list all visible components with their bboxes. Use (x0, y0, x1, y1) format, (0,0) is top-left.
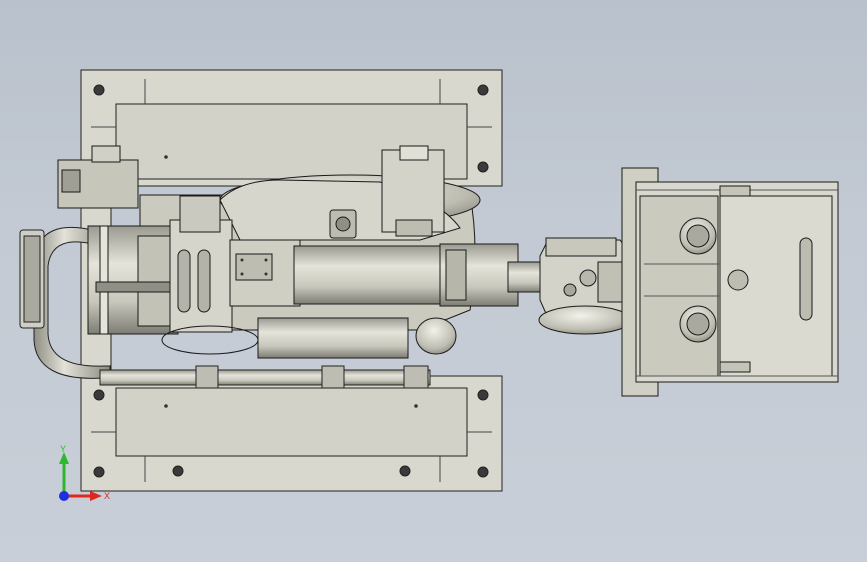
motor-assembly (57, 145, 233, 335)
wrist-joint (538, 237, 633, 335)
coordinate-triad: Y X (59, 444, 110, 501)
x-axis-label: X (104, 491, 110, 501)
cable-loop (19, 226, 431, 389)
y-axis-label: Y (60, 444, 66, 454)
end-effector (621, 167, 839, 397)
